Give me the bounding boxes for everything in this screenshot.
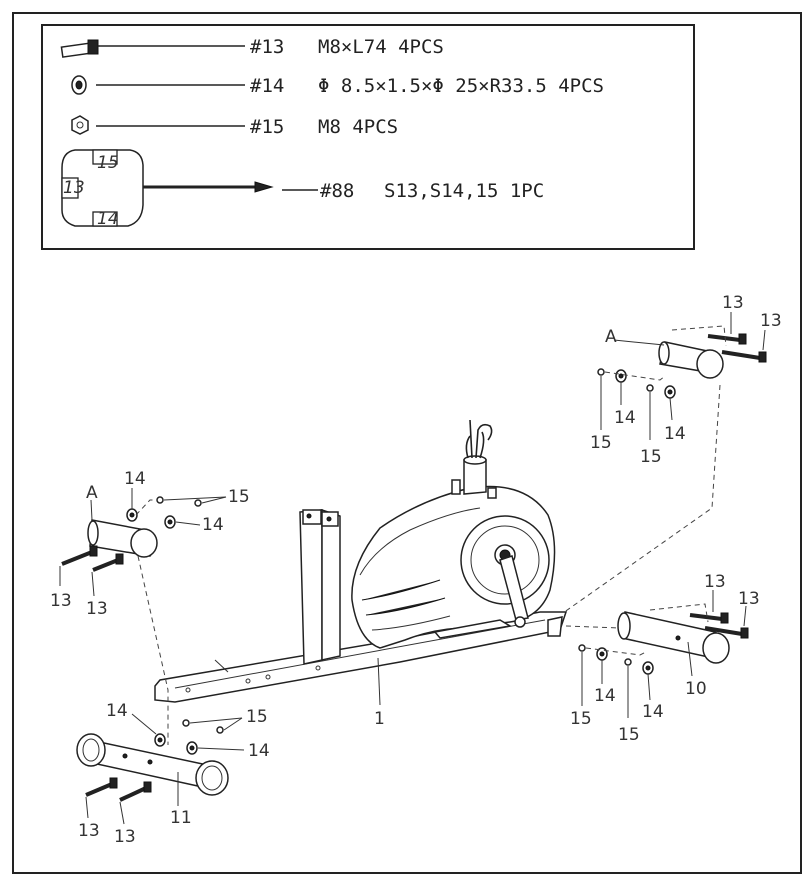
callout-13-tr-a: 13 bbox=[722, 293, 744, 313]
callout-11: 11 bbox=[170, 808, 192, 828]
bolts-left bbox=[59, 545, 124, 597]
wrench-size-left: 13 bbox=[63, 178, 85, 198]
callout-1: 1 bbox=[374, 709, 385, 729]
washer-icon bbox=[71, 75, 245, 95]
front-stabilizer-cap-a bbox=[87, 499, 158, 558]
callout-13-l-b: 13 bbox=[86, 599, 108, 619]
hardware-spec-13: M8×L74 4PCS bbox=[318, 36, 444, 58]
callout-14-tr-a: 14 bbox=[614, 408, 636, 428]
hardware-part-88: #88 bbox=[320, 180, 354, 202]
fasteners-top-right bbox=[597, 368, 676, 440]
fasteners-left bbox=[126, 488, 227, 529]
callout-13-l-a: 13 bbox=[50, 591, 72, 611]
callout-13-tr-b: 13 bbox=[760, 311, 782, 331]
console-mast bbox=[463, 419, 493, 495]
hardware-spec-14: Φ 8.5×1.5×Φ 25×R33.5 4PCS bbox=[318, 75, 604, 97]
callout-15-l: 15 bbox=[228, 487, 250, 507]
callout-15-r-a: 15 bbox=[570, 709, 592, 729]
nut-icon bbox=[71, 115, 245, 135]
guide-line-front-a bbox=[137, 555, 169, 745]
rear-stabilizer-cap-a bbox=[613, 339, 724, 379]
hardware-part-14: #14 bbox=[250, 75, 284, 97]
guide-line-rear-a bbox=[562, 384, 721, 614]
callout-10: 10 bbox=[685, 679, 707, 699]
fasteners-bottom-left bbox=[131, 713, 245, 755]
callout-14-r-b: 14 bbox=[642, 702, 664, 722]
bolts-right bbox=[649, 590, 749, 639]
callout-13-r-a: 13 bbox=[704, 572, 726, 592]
callout-line-1 bbox=[377, 657, 381, 706]
hardware-spec-88: S13,S14,15 1PC bbox=[384, 180, 544, 202]
callout-15-r-b: 15 bbox=[618, 725, 640, 745]
callout-15-bl: 15 bbox=[246, 707, 268, 727]
flywheel-housing bbox=[351, 479, 556, 649]
callout-14-l-b: 14 bbox=[202, 515, 224, 535]
seat-post bbox=[299, 508, 341, 665]
fasteners-right bbox=[578, 644, 654, 718]
bolt-icon bbox=[60, 39, 245, 58]
callout-a-left: A bbox=[86, 483, 98, 503]
callout-15-tr-a: 15 bbox=[590, 433, 612, 453]
wrench-icon: 15 13 14 bbox=[61, 149, 318, 229]
hardware-part-13: #13 bbox=[250, 36, 284, 58]
callout-14-r-a: 14 bbox=[594, 686, 616, 706]
diagram-frame bbox=[12, 12, 802, 874]
callout-a-top: A bbox=[605, 327, 617, 347]
callout-15-tr-b: 15 bbox=[640, 447, 662, 467]
front-stabilizer-11 bbox=[76, 733, 229, 806]
callout-13-bl-a: 13 bbox=[78, 821, 100, 841]
bolts-top-right bbox=[671, 312, 767, 363]
callout-14-bl-a: 14 bbox=[106, 701, 128, 721]
callout-14-bl-b: 14 bbox=[248, 741, 270, 761]
callout-14-l-a: 14 bbox=[124, 469, 146, 489]
callout-14-tr-b: 14 bbox=[664, 424, 686, 444]
callout-13-bl-b: 13 bbox=[114, 827, 136, 847]
hardware-spec-15: M8 4PCS bbox=[318, 116, 398, 138]
wrench-size-bottom: 14 bbox=[97, 209, 119, 229]
bolts-bottom-left bbox=[85, 777, 152, 825]
hardware-box bbox=[41, 24, 695, 250]
rear-stabilizer-10 bbox=[565, 611, 730, 677]
hardware-part-15: #15 bbox=[250, 116, 284, 138]
wrench-size-top: 15 bbox=[97, 153, 119, 173]
callout-13-r-b: 13 bbox=[738, 589, 760, 609]
